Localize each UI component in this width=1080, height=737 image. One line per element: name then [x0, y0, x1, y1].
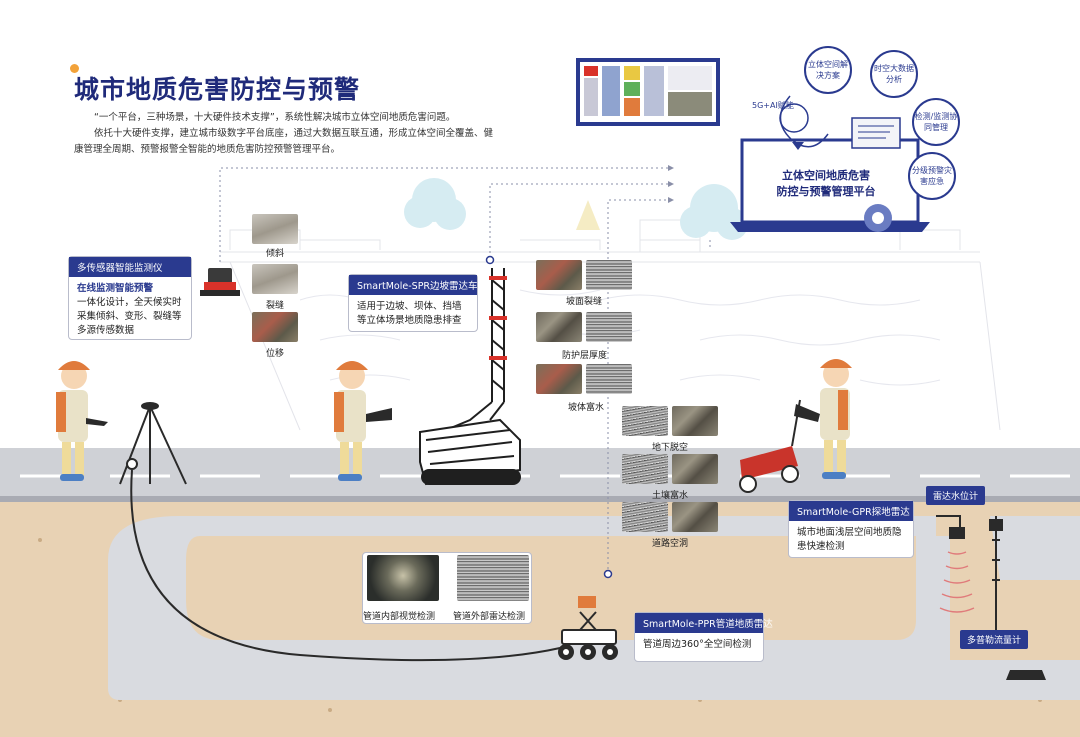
thumb-slope-crack-photo [536, 260, 582, 290]
platform-title-line-1: 立体空间地质危害 [782, 169, 870, 182]
doppler-meter-illustration [1006, 670, 1046, 680]
trees [404, 178, 748, 240]
thumb-crack [252, 264, 298, 294]
thumb-soil-water-radar [622, 454, 668, 484]
thumb-void-photo [672, 406, 718, 436]
label-layer-thickness: 防护层厚度 [562, 351, 608, 361]
gpr-cart-illustration [739, 399, 801, 493]
pipe-inspection-panel: 管道内部视觉检测 管道外部雷达检测 [362, 552, 532, 624]
road-curb [0, 496, 1080, 502]
thumb-layer-radar [586, 312, 632, 342]
thumb-pipe-outer [457, 555, 529, 601]
thumb-void-radar [622, 406, 668, 436]
bubble-collaboration: 检测/监测协同管理 [912, 98, 960, 146]
ppr-callout: SmartMole-PPR管道地质雷达 管道周边360°全空间检测 [634, 612, 773, 662]
label-slope-water: 坡体富水 [568, 403, 605, 413]
bubble-warning: 分级预警灾害应急 [908, 152, 956, 200]
gpr-callout: SmartMole-GPR探地雷达 城市地面浅层空间地质隐患快速检测 [788, 500, 914, 558]
worker-right-illustration [794, 359, 852, 479]
label-crack: 裂缝 [266, 301, 285, 311]
worker-left-illustration [56, 361, 108, 481]
sensor-callout: 多传感器智能监测仪 在线监测智能预警 一体化设计，全天候实时采集倾斜、变形、裂缝… [68, 256, 192, 340]
worker-middle-illustration [334, 361, 392, 481]
thumb-cavity-radar [622, 502, 668, 532]
intro-paragraph-2: 依托十大硬件支撑，建立城市级数字平台底座，通过大数据互联互通，形成立体空间全覆盖… [74, 128, 494, 155]
thumb-pipe-inner [367, 555, 439, 601]
thumb-soil-water-photo [672, 454, 718, 484]
bubble-big-data: 时空大数据分析 [870, 50, 918, 98]
label-pipe-outer: 管道外部雷达检测 [453, 612, 526, 622]
label-slope-crack: 坡面裂缝 [566, 297, 603, 307]
spr-callout: SmartMole-SPR边坡雷达车 适用于边坡、坝体、挡墙等立体场景地质隐患排… [348, 274, 478, 332]
radar-level-meter-illustration [936, 515, 1003, 640]
sensor-cable [130, 469, 561, 662]
gpr-callout-text: 城市地面浅层空间地质隐患快速检测 [797, 527, 902, 552]
platform-title: 立体空间地质危害 防控与预警管理平台 [766, 168, 886, 200]
bubble-solution: 立体空间解决方案 [804, 46, 852, 94]
ppr-crawler-illustration [558, 596, 618, 660]
label-soil-water: 土壤富水 [652, 491, 689, 501]
monitor-panel-illustration [576, 58, 720, 126]
label-cavity: 道路空洞 [652, 539, 689, 549]
retaining-wall-pattern [299, 289, 941, 386]
thumb-tilt [252, 214, 298, 244]
label-pipe-inner: 管道内部视觉检测 [363, 612, 436, 622]
label-tilt: 倾斜 [266, 249, 285, 259]
pipe-right-wall [990, 516, 1080, 580]
ai-enabled-label: 5G+AI赋能 [752, 101, 794, 110]
thumb-layer-photo [536, 312, 582, 342]
platform-title-line-2: 防控与预警管理平台 [776, 185, 876, 198]
tripod-illustration [119, 402, 187, 485]
sensor-callout-title: 多传感器智能监测仪 [69, 257, 191, 277]
label-void: 地下脱空 [652, 443, 689, 453]
doppler-flowmeter-tag: 多普勒流量计 [960, 630, 1029, 649]
sensor-callout-subtitle: 在线监测智能预警 [77, 283, 154, 294]
title-accent-dot [70, 64, 79, 73]
thumb-slope-water-photo [536, 364, 582, 394]
thumb-slope-water-radar [586, 364, 632, 394]
thumb-slope-crack-radar [586, 260, 632, 290]
flow-arrows [668, 165, 674, 203]
page-title: 城市地质危害防控与预警 [74, 75, 361, 104]
road-surface [0, 448, 1080, 502]
radar-level-meter-tag: 雷达水位计 [926, 486, 986, 505]
sensor-callout-text: 一体化设计，全天候实时采集倾斜、变形、裂缝等多源传感数据 [77, 297, 182, 336]
spr-callout-title: SmartMole-SPR边坡雷达车 [349, 275, 478, 295]
data-flow-lines [219, 167, 711, 574]
sensor-device-illustration [200, 268, 240, 296]
ppr-callout-text: 管道周边360°全空间检测 [643, 639, 752, 650]
ppr-callout-title: SmartMole-PPR管道地质雷达 [635, 613, 773, 633]
spr-callout-text: 适用于边坡、坝体、挡墙等立体场景地质隐患排查 [357, 301, 462, 326]
intro-text: “一个平台，三种场景，十大硬件技术支撑”，系统性解决城市立体空间地质危害问题。 … [74, 110, 494, 158]
spr-radar-vehicle-illustration [419, 268, 521, 486]
platform-laptop-illustration [730, 95, 930, 232]
thumb-displacement [252, 312, 298, 342]
intro-paragraph-1: “一个平台，三种场景，十大硬件技术支撑”，系统性解决城市立体空间地质危害问题。 [94, 112, 456, 123]
thumb-cavity-photo [672, 502, 718, 532]
gpr-callout-title: SmartMole-GPR探地雷达 [789, 501, 913, 521]
sensor-callout-body: 在线监测智能预警 一体化设计，全天候实时采集倾斜、变形、裂缝等多源传感数据 [69, 277, 191, 343]
label-displacement: 位移 [266, 349, 285, 359]
